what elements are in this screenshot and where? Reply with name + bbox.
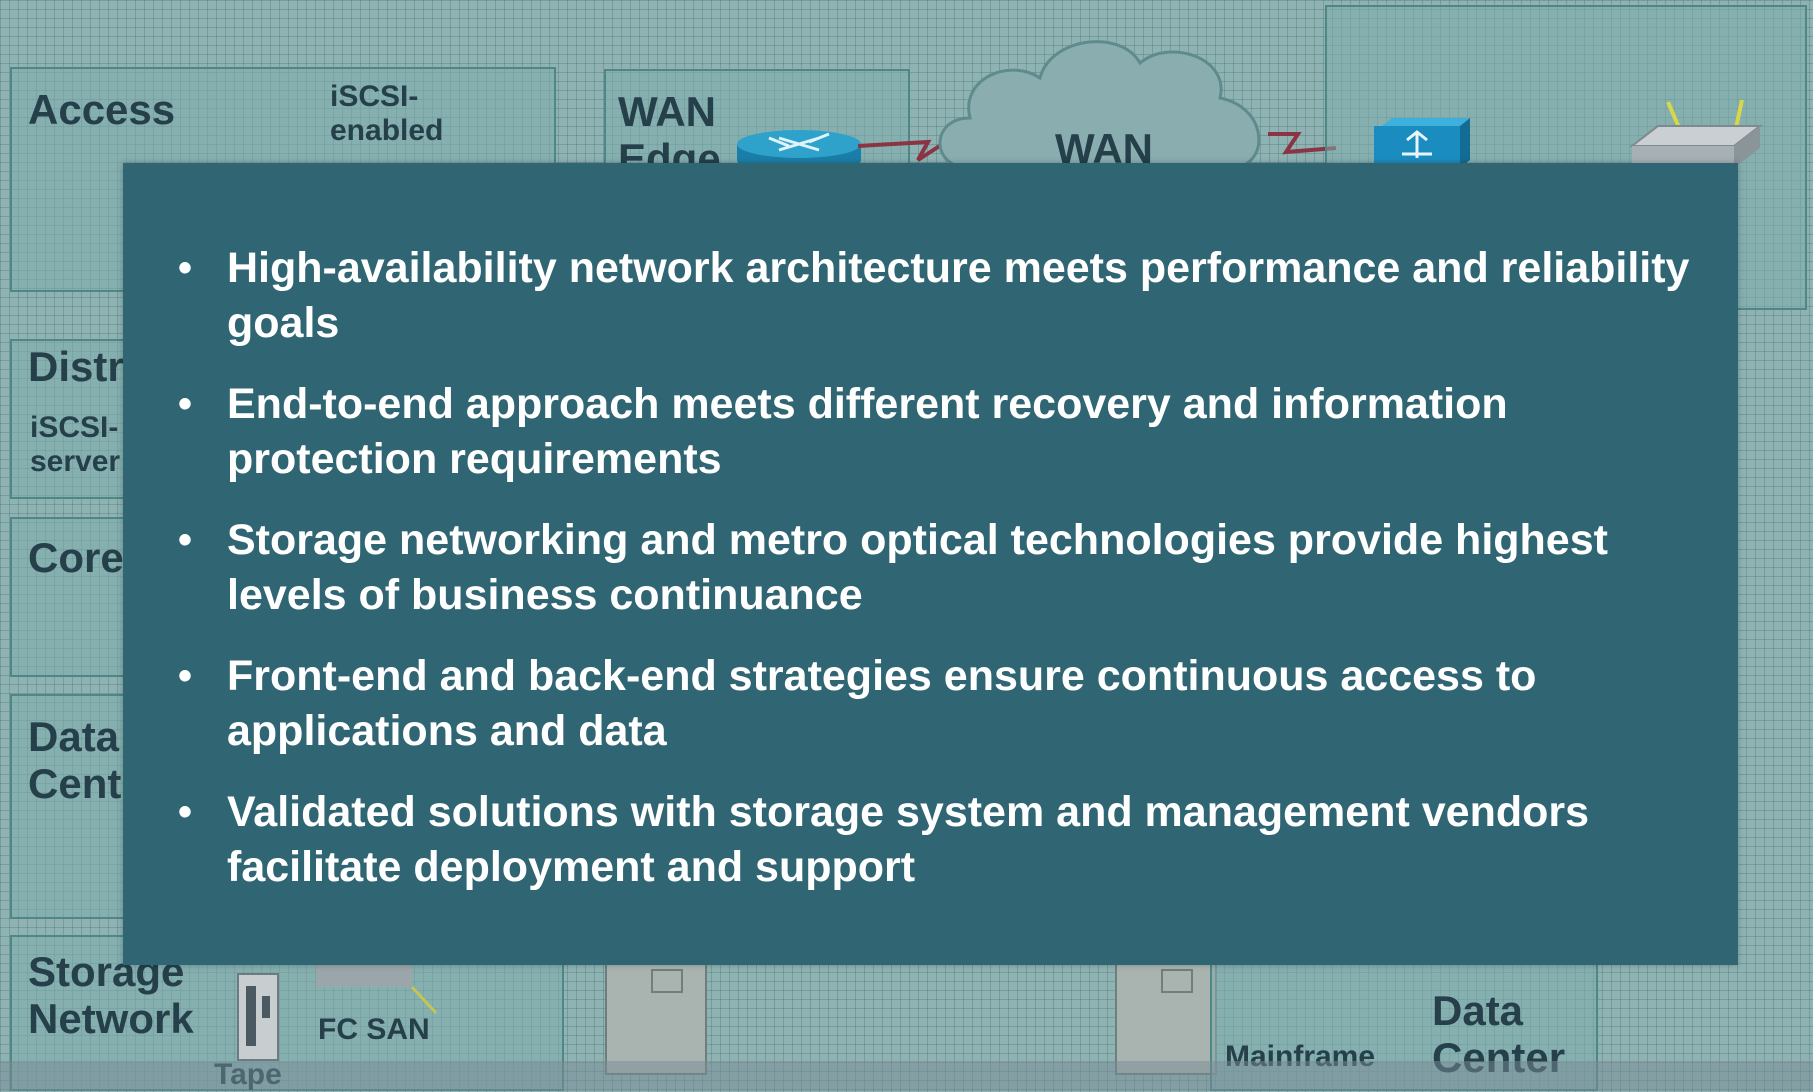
core-label: Core — [28, 534, 124, 581]
bullet-dot-icon: • — [178, 518, 193, 562]
storage-array-icon — [605, 951, 707, 1075]
wan-link-line — [858, 132, 1337, 162]
bullet-item: • Validated solutions with storage syste… — [123, 785, 1738, 895]
iscsi-servers-label: iSCSI- server — [30, 411, 121, 478]
wan-cloud-icon — [938, 40, 1261, 170]
data-center-label: Data Cent — [28, 713, 122, 808]
bullet-dot-icon: • — [178, 654, 193, 698]
multilayer-switch-icon — [1374, 118, 1470, 168]
bullet-overlay-card: • High-availability network architecture… — [123, 163, 1738, 965]
bullet-text: Storage networking and metro optical tec… — [227, 516, 1608, 619]
mainframe-icon — [1115, 951, 1217, 1075]
bottom-strip — [0, 1061, 1813, 1091]
bullet-item: • High-availability network architecture… — [123, 241, 1738, 351]
bullet-text: Front-end and back-end strategies ensure… — [227, 652, 1537, 755]
bullet-item: • Front-end and back-end strategies ensu… — [123, 649, 1738, 759]
access-label: Access — [28, 86, 176, 133]
tape-library-icon — [237, 973, 279, 1061]
storage-switch-icon — [316, 965, 438, 1015]
workgroup-switch-icon — [1629, 99, 1763, 168]
bullet-text: High-availability network architecture m… — [227, 244, 1690, 347]
footer-classification-fragment — [1737, 1081, 1743, 1091]
bullet-text: Validated solutions with storage system … — [227, 788, 1590, 891]
bullet-item: • Storage networking and metro optical t… — [123, 513, 1738, 623]
bullet-dot-icon: • — [178, 790, 193, 834]
iscsi-enabled-label: iSCSI- enabled — [330, 80, 444, 147]
fc-san-label: FC SAN — [318, 1013, 430, 1046]
bullet-item: • End-to-end approach meets different re… — [123, 377, 1738, 487]
bullet-dot-icon: • — [178, 382, 193, 426]
distribution-label: Distr — [28, 343, 124, 390]
bullet-dot-icon: • — [178, 246, 193, 290]
bullet-list: • High-availability network architecture… — [123, 241, 1738, 921]
bullet-text: End-to-end approach meets different reco… — [227, 380, 1508, 483]
